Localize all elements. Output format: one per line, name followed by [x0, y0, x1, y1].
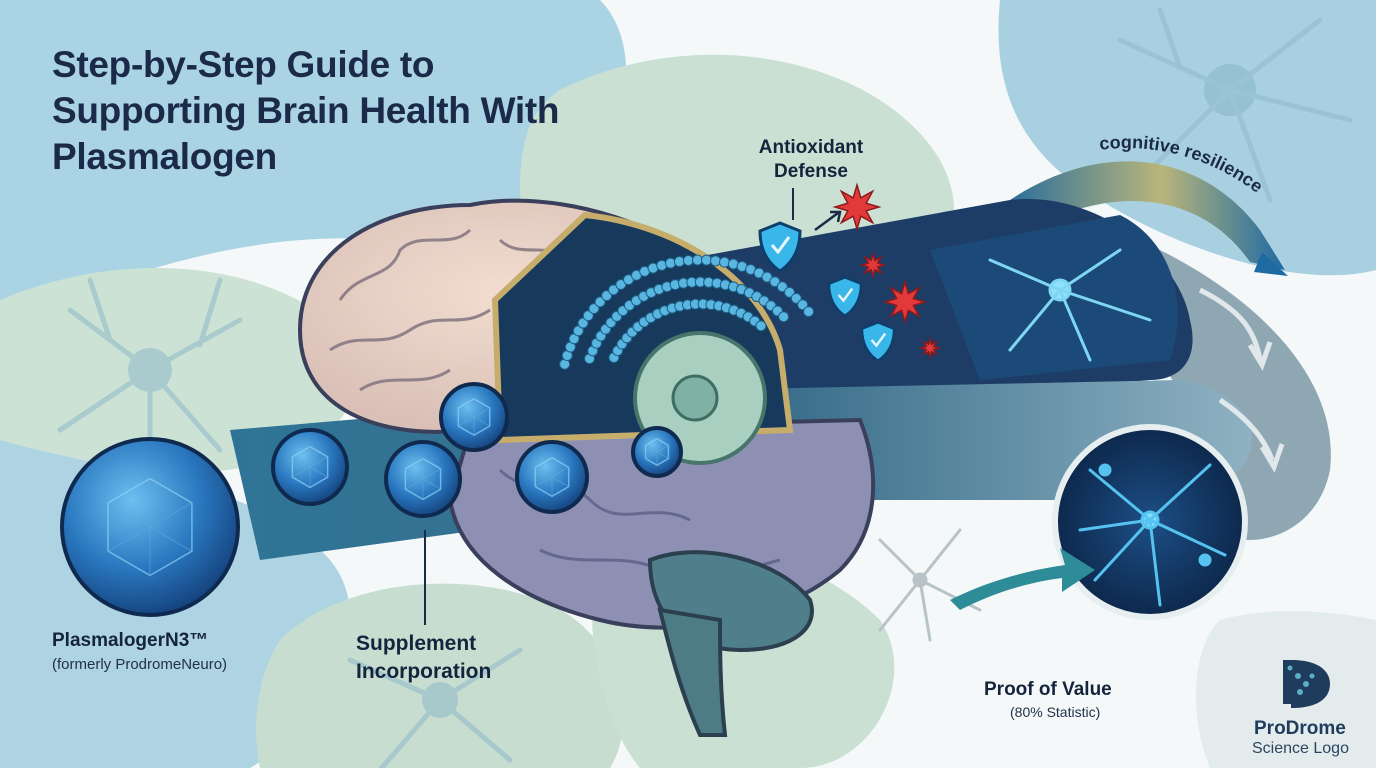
proof-sublabel: (80% Statistic) — [1010, 704, 1101, 720]
starburst-icon — [859, 251, 887, 279]
shield-icons — [758, 221, 896, 363]
flow-arrow-icons — [1198, 287, 1285, 473]
gem-spheres — [60, 382, 683, 617]
sphere-gem-icon — [631, 426, 683, 478]
sphere-gem-icon — [384, 440, 462, 518]
starburst-icon — [918, 336, 942, 360]
arrow-icon — [814, 210, 842, 232]
sphere-gem-icon — [60, 437, 240, 617]
logo-caption: Science Logo — [1252, 740, 1349, 757]
neuron-icon — [988, 248, 1152, 362]
sphere-gem-icon — [271, 428, 349, 506]
healthy-neuron-circle — [1052, 424, 1248, 620]
starburst-icon — [882, 279, 928, 325]
product-label: PlasmalogerN3™ — [52, 630, 209, 651]
product-sublabel: (formerly ProdromeNeuro) — [52, 656, 228, 673]
shield-icon — [827, 276, 863, 318]
logo-icon — [1283, 660, 1330, 708]
antioxidant-label: Antioxidant Defense — [758, 137, 864, 182]
shield-icon — [758, 221, 802, 273]
starburst-icon — [832, 182, 882, 232]
stressed-neuron-icon — [878, 528, 982, 642]
sphere-gem-icon — [439, 382, 509, 452]
incorporation-label: Supplement Incorporation — [356, 632, 492, 683]
page-title: Step-by-Step Guide to Supporting Brain H… — [52, 44, 560, 177]
logo-name: ProDrome — [1254, 718, 1346, 739]
sphere-gem-icon — [515, 440, 589, 514]
background-neuron-icons — [57, 7, 1353, 768]
arrow-icon — [950, 548, 1095, 610]
shield-icon — [860, 321, 896, 363]
proof-label: Proof of Value — [984, 679, 1112, 700]
leader-lines — [424, 188, 794, 625]
starburst-icons — [814, 182, 942, 360]
membrane-beads — [559, 254, 815, 370]
